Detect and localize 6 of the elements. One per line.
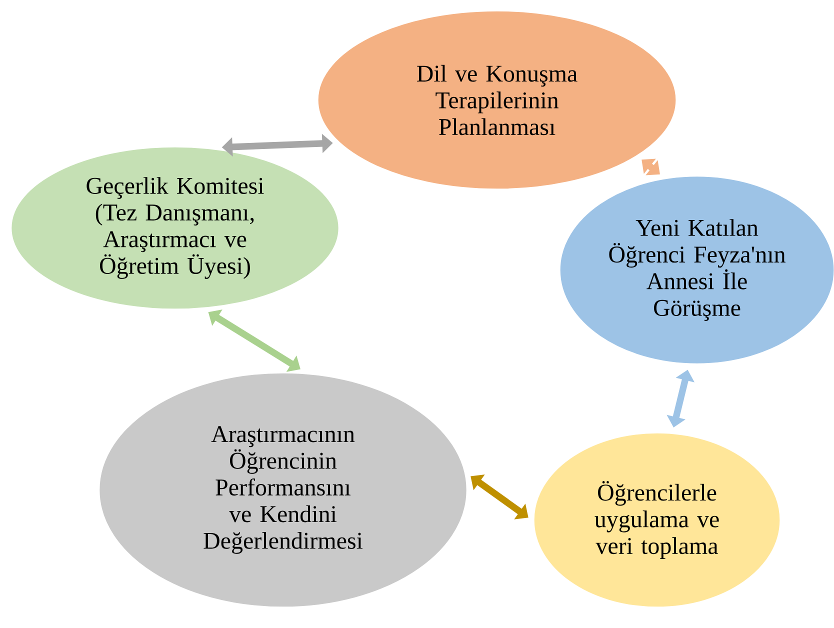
ellipse-node: Dil ve Konuşma Terapilerinin Planlanması — [316, 8, 678, 192]
ellipse-node: Araştırmacının Öğrencinin Performansını ve Kendini Değerlendirmesi — [97, 370, 469, 610]
double-arrow — [642, 158, 660, 176]
ellipse-node: Yeni Katılan Öğrenci Feyza'nın Annesi İle Görüşme — [558, 174, 834, 366]
ellipse-node: Öğrencilerle uygulama ve veri toplama — [532, 430, 782, 610]
ellipse-node: Geçerlik Komitesi (Tez Danışmanı, Araştırmacı ve Öğretim Üyesi) — [9, 144, 341, 312]
